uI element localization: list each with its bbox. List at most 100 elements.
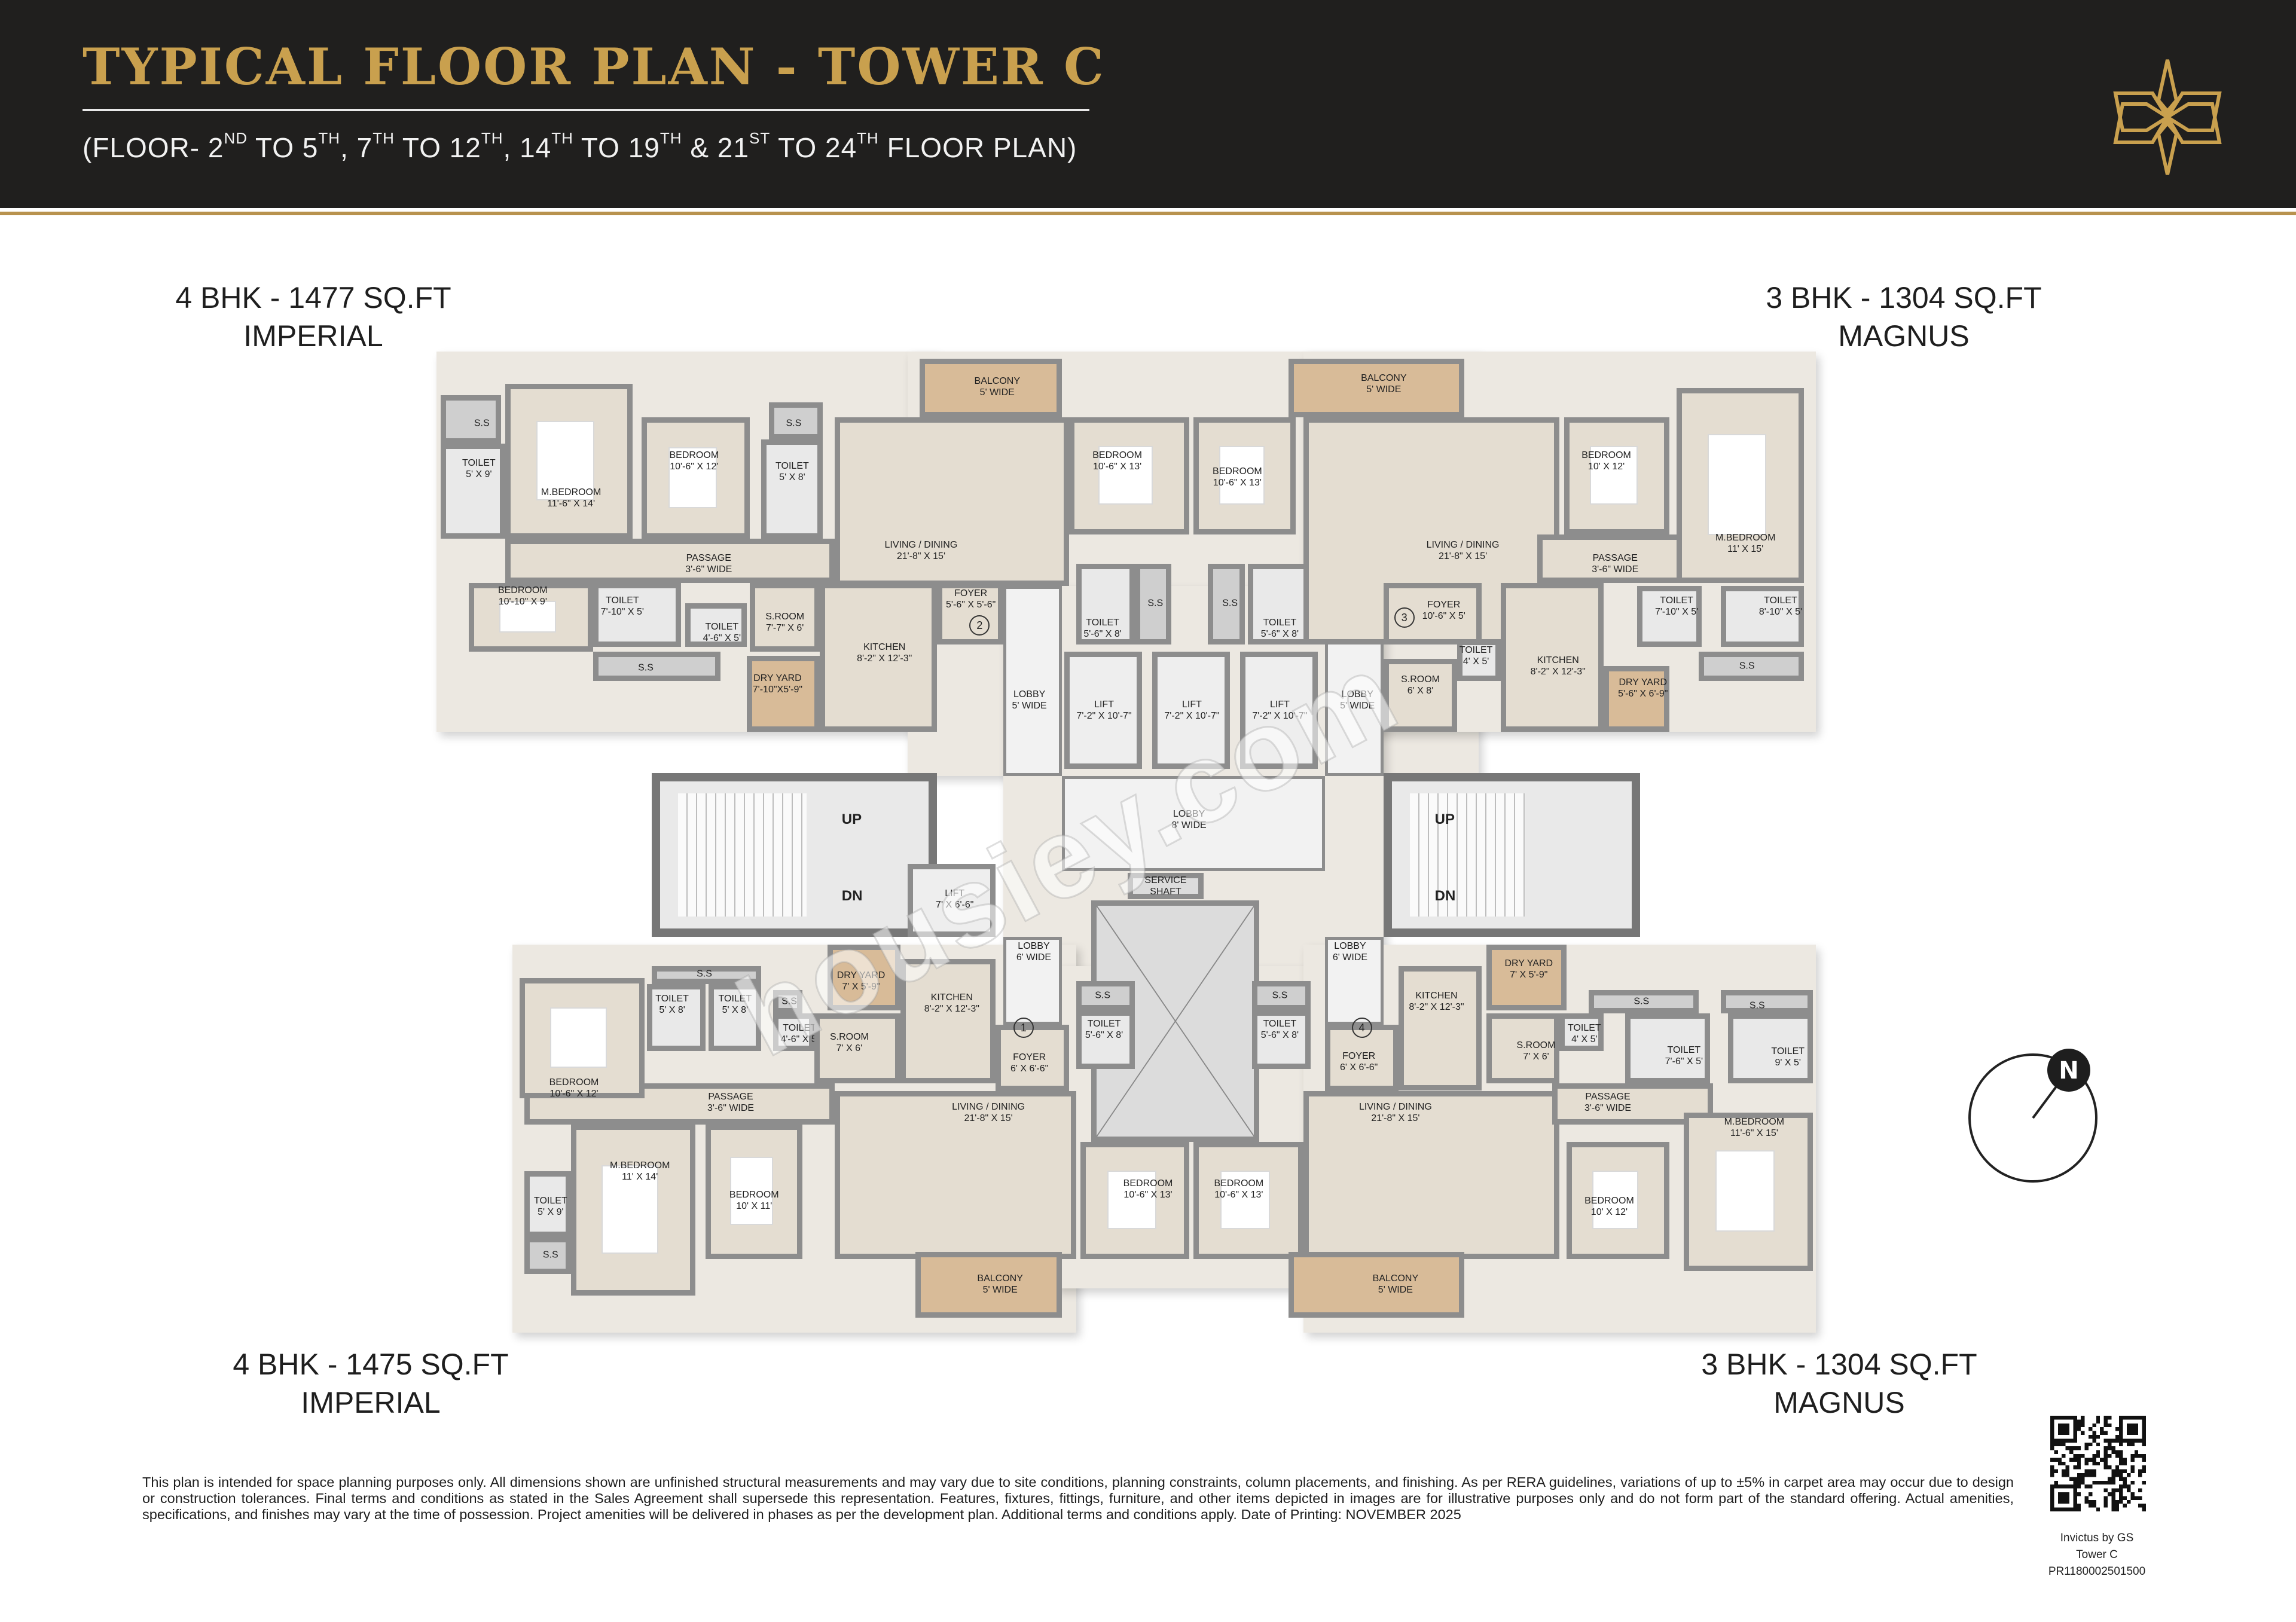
ordinal-suffix: TH [318, 129, 341, 147]
room-name: BEDROOM [1092, 450, 1142, 461]
stair-down-label: DN [1434, 887, 1456, 904]
room-bedroom [641, 417, 750, 539]
room-label: S.S [786, 417, 801, 429]
room-name: LIVING / DINING [952, 1102, 1025, 1113]
staircase [651, 773, 938, 937]
room-bedroom [1564, 417, 1669, 534]
brand-logo-icon [2113, 59, 2222, 175]
qr-code-icon[interactable] [2050, 1416, 2146, 1511]
subtitle-text: TO 24 [770, 132, 857, 163]
room-balcony [919, 359, 1062, 417]
compass-north-icon: N [1968, 1049, 2097, 1183]
room-dry-yard [827, 944, 901, 1010]
room-name: BALCONY [1372, 1273, 1419, 1284]
room-toilet [773, 1013, 814, 1052]
room-living-dining [834, 417, 1069, 586]
tower-name: Tower C [2076, 1548, 2118, 1561]
bed-furniture [730, 1157, 773, 1226]
room-name: BEDROOM [549, 1077, 599, 1088]
ordinal-suffix: TH [857, 129, 879, 147]
room-dry-yard [1486, 944, 1567, 1010]
room-service [1127, 872, 1204, 899]
unit-label-top-right: 3 BHK - 1304 SQ.FT MAGNUS [1766, 279, 2041, 355]
room-name: PASSAGE [708, 1092, 753, 1102]
room-name: FOYER [954, 588, 988, 598]
room-name: BEDROOM [1123, 1178, 1173, 1189]
room-bedroom [520, 978, 645, 1098]
room-dimensions: 5'-6" X 6'-9" [1618, 689, 1668, 699]
room-toilet [593, 582, 681, 647]
disclaimer-text: This plan is intended for space planning… [142, 1474, 2014, 1522]
room-dimensions: SHAFT [1150, 886, 1181, 897]
room-dimensions: 21'-8" X 15' [964, 1113, 1013, 1124]
room-m-bedroom [1677, 387, 1805, 583]
room-dimensions: 8'-2" X 12'-3" [1530, 667, 1586, 677]
room-toilet [685, 603, 747, 647]
unit-name: IMPERIAL [301, 1386, 441, 1419]
room-name: LOBBY [1341, 689, 1373, 699]
room-dimensions: 11' X 15' [1727, 543, 1764, 554]
room-label: S.S [1634, 996, 1649, 1007]
room-label: S.S [1750, 1000, 1765, 1012]
room-bedroom [1193, 417, 1296, 534]
room-s-room [749, 582, 820, 652]
room-dimensions: 5' WIDE [979, 387, 1015, 398]
room-dimensions: 3'-6" WIDE [1592, 564, 1639, 575]
stair-down-label: DN [841, 887, 863, 904]
room-dimensions: 10'-6" X 13' [1123, 1189, 1173, 1200]
compass-label: N [2059, 1057, 2078, 1085]
room-toilet [1247, 563, 1311, 644]
bed-furniture [1592, 1171, 1638, 1230]
room-label: S.S [474, 417, 490, 429]
room-name: S.S [697, 969, 712, 979]
room-name: BALCONY [977, 1273, 1023, 1284]
room-dimensions: 11' X 14' [622, 1172, 658, 1183]
room-dimensions: 7'-10" X 5' [600, 606, 644, 617]
bed-furniture [1219, 446, 1265, 505]
room-dimensions: 10'-6" X 12' [549, 1088, 599, 1099]
room-s-s [1076, 980, 1135, 1010]
unit-config: 4 BHK - 1475 SQ.FT [233, 1348, 509, 1381]
subtitle-text: , 7 [340, 132, 373, 163]
room-dimensions: 7'-2" X 10'-7" [1076, 710, 1132, 721]
room-s-s [773, 989, 803, 1013]
room-name: LIVING / DINING [1358, 1102, 1432, 1113]
room-dimensions: 5' X 8' [779, 472, 805, 482]
room-dimensions: 8'-2" X 12'-3" [1409, 1002, 1464, 1013]
room-s-s [768, 402, 823, 439]
room-dimensions: 6' X 6'-6" [1010, 1063, 1049, 1074]
room-name: TOILET [1459, 645, 1493, 656]
unit-config: 3 BHK - 1304 SQ.FT [1701, 1348, 1977, 1381]
room-dimensions: 5' WIDE [1378, 1284, 1413, 1295]
room-dimensions: 5'-6" X 8' [1260, 628, 1299, 639]
room-name: S.S [1634, 996, 1650, 1007]
room-name: TOILET [1087, 1018, 1121, 1029]
room-m-bedroom [1684, 1113, 1813, 1271]
room-name: PASSAGE [1592, 552, 1638, 563]
room-lobby [1003, 937, 1062, 1025]
room-name: BEDROOM [1214, 1178, 1264, 1189]
unit-config: 3 BHK - 1304 SQ.FT [1766, 281, 2042, 314]
ordinal-suffix: TH [481, 129, 503, 147]
